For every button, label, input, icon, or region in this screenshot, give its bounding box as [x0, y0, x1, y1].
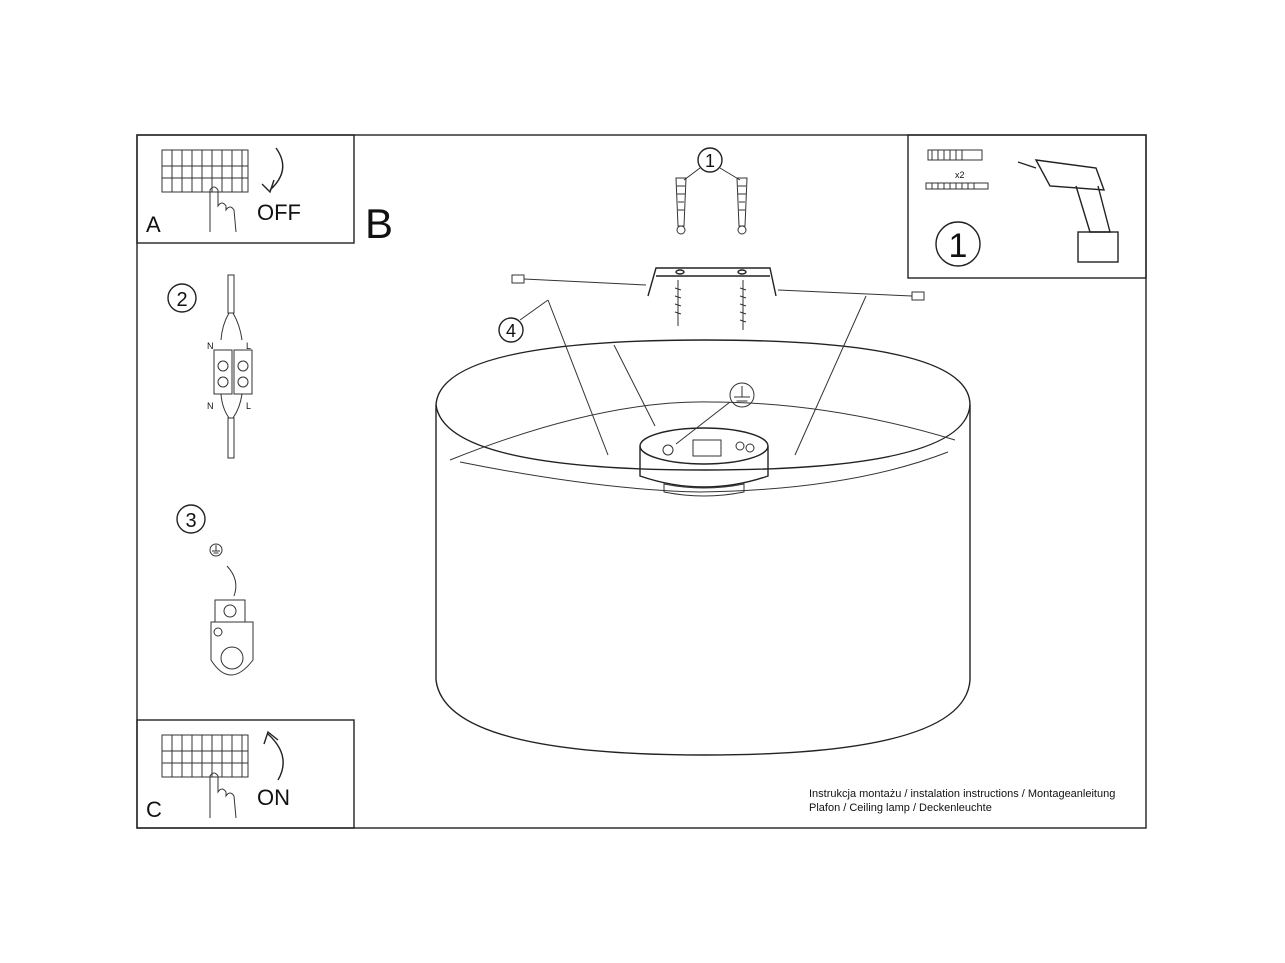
wall-plug-icon	[675, 177, 687, 235]
terminal-n-top: N	[207, 341, 214, 351]
earth-connector-icon	[210, 599, 254, 676]
off-label: OFF	[257, 200, 301, 225]
panel-a: A OFF	[136, 134, 355, 244]
wall-plug-icon	[736, 177, 748, 235]
breaker-box-icon	[161, 149, 249, 193]
step-2-wiring: 2 N L N L	[167, 274, 253, 459]
wall-plug-icon	[927, 149, 983, 161]
step-3-number: 3	[185, 510, 196, 532]
cable-icon	[220, 274, 243, 459]
step-2-number: 2	[176, 289, 187, 311]
arrow-down-icon	[261, 147, 284, 194]
side-screw-icon	[511, 274, 925, 301]
caption-line-1: Instrukcja montażu / instalation instruc…	[809, 788, 1115, 800]
terminal-l-bottom: L	[246, 401, 251, 411]
mounting-assembly: 1 4	[498, 147, 925, 343]
step-4-number: 4	[506, 321, 516, 341]
screw-icon	[925, 182, 989, 190]
screw-icon	[674, 280, 747, 330]
mounting-bracket-icon	[647, 267, 777, 297]
lamp-shade	[435, 295, 971, 756]
terminal-l-top: L	[246, 341, 251, 351]
hand-icon	[209, 772, 237, 819]
step-1-number-tools: 1	[949, 227, 968, 265]
breaker-box-icon	[161, 734, 249, 778]
step-1-number-mount: 1	[705, 151, 715, 171]
terminal-block-icon	[213, 349, 253, 395]
tools-panel: x2 1	[907, 134, 1147, 279]
caption-line-2: Plafon / Ceiling lamp / Deckenleuchte	[809, 802, 992, 814]
arrow-up-icon	[263, 730, 284, 781]
canopy	[639, 382, 769, 497]
panel-c: C ON	[136, 719, 355, 829]
step-a-letter: A	[146, 212, 161, 237]
outer-frame	[136, 134, 1147, 829]
ground-symbol-icon	[209, 543, 223, 557]
fixings-quantity: x2	[955, 170, 965, 180]
terminal-n-bottom: N	[207, 401, 214, 411]
hand-icon	[209, 186, 237, 233]
ground-symbol-icon	[729, 382, 755, 408]
on-label: ON	[257, 785, 290, 810]
step-c-letter: C	[146, 797, 162, 822]
drill-icon	[1017, 159, 1119, 263]
step-3-earth: 3	[176, 504, 254, 676]
step-b-letter: B	[365, 200, 393, 247]
